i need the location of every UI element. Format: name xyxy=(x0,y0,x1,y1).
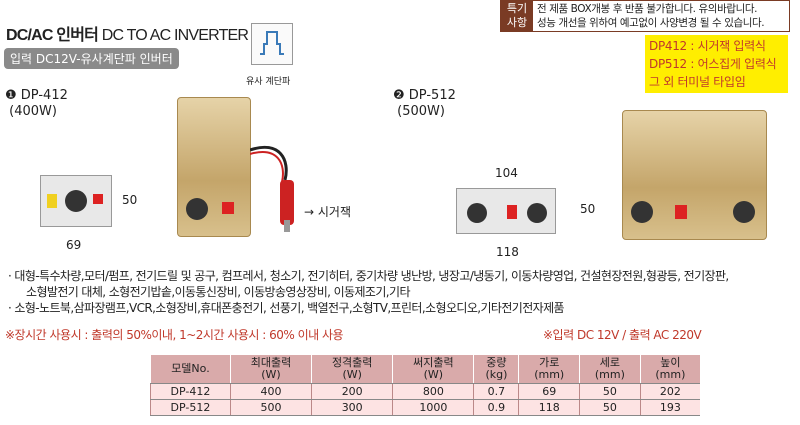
dp412-front-view xyxy=(40,175,112,227)
column-header-label: 모델No. xyxy=(171,362,210,375)
notice-label-line: 특기 xyxy=(506,2,528,15)
input-note-line: 그 외 터미널 타입임 xyxy=(649,75,746,89)
column-header: 정격출력(W) xyxy=(311,355,393,384)
io-spec-note: ※입력 DC 12V / 출력 AC 220V xyxy=(543,328,702,342)
product-power: (400W) xyxy=(9,104,57,119)
column-header-unit: (W) xyxy=(261,368,281,381)
table-cell: 69 xyxy=(518,383,580,400)
table-cell: 0.9 xyxy=(473,399,519,416)
column-header-label: 써지출력 xyxy=(413,356,454,369)
table-cell: 193 xyxy=(639,399,700,416)
outlet-icon xyxy=(186,198,208,220)
table-header-row: 모델No.최대출력(W)정격출력(W)써지출력(W)중량(kg)가로(mm)세로… xyxy=(150,355,700,384)
column-header-unit: (W) xyxy=(423,368,444,381)
product-label-dp512: ❷ DP-512 (500W) xyxy=(393,88,456,120)
column-header: 최대출력(W) xyxy=(229,355,312,384)
table-cell: 50 xyxy=(579,399,641,416)
column-header: 세로(mm) xyxy=(579,355,641,384)
table-cell: 0.7 xyxy=(473,383,519,400)
product-number: ❶ xyxy=(5,88,17,103)
usage-warning: ※장시간 사용시 : 출력의 50%이내, 1~2시간 사용시 : 60% 이내… xyxy=(5,328,344,342)
column-header-unit: (W) xyxy=(342,368,362,381)
usage-line: · 소형-노트북,삼파장램프,VCR,소형장비,휴대폰충전기, 선풍기, 백열전… xyxy=(8,301,565,315)
product-model: DP-512 xyxy=(408,88,456,103)
usage-line: 소형발전기 대체, 소형전기밥솥,이동통신장비, 이동방송영상장비, 이동제조기… xyxy=(26,285,411,299)
dp412-width-dim: 69 xyxy=(66,238,82,252)
power-switch-icon xyxy=(507,205,517,219)
column-header-unit: (kg) xyxy=(485,368,508,381)
power-switch-icon xyxy=(222,202,234,214)
notice-line: 성능 개선을 위하여 예고없이 사양변경 될 수 있습니다. xyxy=(537,17,765,29)
column-header: 높이(mm) xyxy=(639,355,700,384)
column-header-unit: (mm) xyxy=(594,368,625,381)
product-model: DP-412 xyxy=(20,88,68,103)
table-cell: 300 xyxy=(311,399,393,416)
column-header-label: 세로 xyxy=(599,356,621,369)
page-title: DC/AC 인버터 DC TO AC INVERTER xyxy=(6,21,249,45)
cigar-plug-cable xyxy=(250,145,294,232)
wave-label: 유사 계단파 xyxy=(246,77,291,87)
dp512-product-image xyxy=(622,110,767,240)
table-cell: 118 xyxy=(518,399,580,416)
product-power: (500W) xyxy=(397,104,445,119)
table-cell: 800 xyxy=(392,383,474,400)
title-korean: DC/AC 인버터 xyxy=(6,27,99,44)
dp412-product-image xyxy=(177,97,251,237)
dp412-height-dim: 50 xyxy=(122,193,138,207)
input-note-line: DP412 : 시거잭 입력식 xyxy=(649,39,766,53)
product-number: ❷ xyxy=(393,88,405,103)
table-cell: 400 xyxy=(229,383,312,400)
outlet-icon xyxy=(65,190,87,212)
column-header-label: 높이 xyxy=(660,356,681,369)
dp512-front-view xyxy=(456,188,556,234)
column-header-label: 가로 xyxy=(539,356,560,369)
spec-table: 모델No.최대출력(W)정격출력(W)써지출력(W)중량(kg)가로(mm)세로… xyxy=(150,355,700,416)
column-header: 모델No. xyxy=(150,355,231,384)
outlet-icon xyxy=(527,203,547,223)
dp512-width-dim: 118 xyxy=(496,245,519,259)
outlet-icon xyxy=(467,203,487,223)
column-header-unit: (mm) xyxy=(655,368,686,381)
notice-text: 전 제품 BOX개봉 후 반품 불가합니다. 유의바랍니다. 성능 개선을 위하여… xyxy=(533,1,768,31)
usage-list: · 대형-특수차량,모터/펌프, 전기드릴 및 공구, 컴프레서, 청소기, 전… xyxy=(8,268,798,316)
usage-line: · 대형-특수차량,모터/펌프, 전기드릴 및 공구, 컴프레서, 청소기, 전… xyxy=(8,269,729,283)
power-switch-icon xyxy=(93,194,103,204)
notice-line: 전 제품 BOX개봉 후 반품 불가합니다. 유의바랍니다. xyxy=(537,3,758,15)
outlet-icon xyxy=(733,201,755,223)
column-header-unit: (mm) xyxy=(534,368,565,381)
dp512-height-dim: 50 xyxy=(580,202,596,216)
cigar-jack-label: → 시거잭 xyxy=(304,205,351,219)
table-cell: 500 xyxy=(229,399,312,416)
table-cell: DP-412 xyxy=(150,383,231,400)
product-label-dp412: ❶ DP-412 (400W) xyxy=(5,88,68,120)
subtitle-badge: 입력 DC12V-유사계단파 인버터 xyxy=(4,48,179,69)
notice-label-line: 사항 xyxy=(506,16,528,29)
table-cell: 1000 xyxy=(392,399,474,416)
column-header: 가로(mm) xyxy=(518,355,580,384)
table-cell: 50 xyxy=(579,383,641,400)
table-cell: DP-512 xyxy=(150,399,231,416)
plug-label-text: 시거잭 xyxy=(317,205,351,219)
stepped-wave-icon xyxy=(251,23,293,65)
column-header-label: 중량 xyxy=(486,356,507,369)
title-english: DC TO AC INVERTER xyxy=(101,27,249,44)
table-cell: 200 xyxy=(311,383,393,400)
fuse-icon xyxy=(47,194,57,208)
outlet-icon xyxy=(631,201,653,223)
table-cell: 202 xyxy=(639,383,700,400)
column-header: 써지출력(W) xyxy=(392,355,474,384)
power-switch-icon xyxy=(675,205,687,219)
column-header: 중량(kg) xyxy=(473,355,519,384)
dp512-depth-dim: 104 xyxy=(495,166,518,180)
column-header-label: 정격출력 xyxy=(331,356,373,369)
input-note-line: DP512 : 어스집게 입력식 xyxy=(649,57,777,71)
column-header-label: 최대출력 xyxy=(250,356,292,369)
